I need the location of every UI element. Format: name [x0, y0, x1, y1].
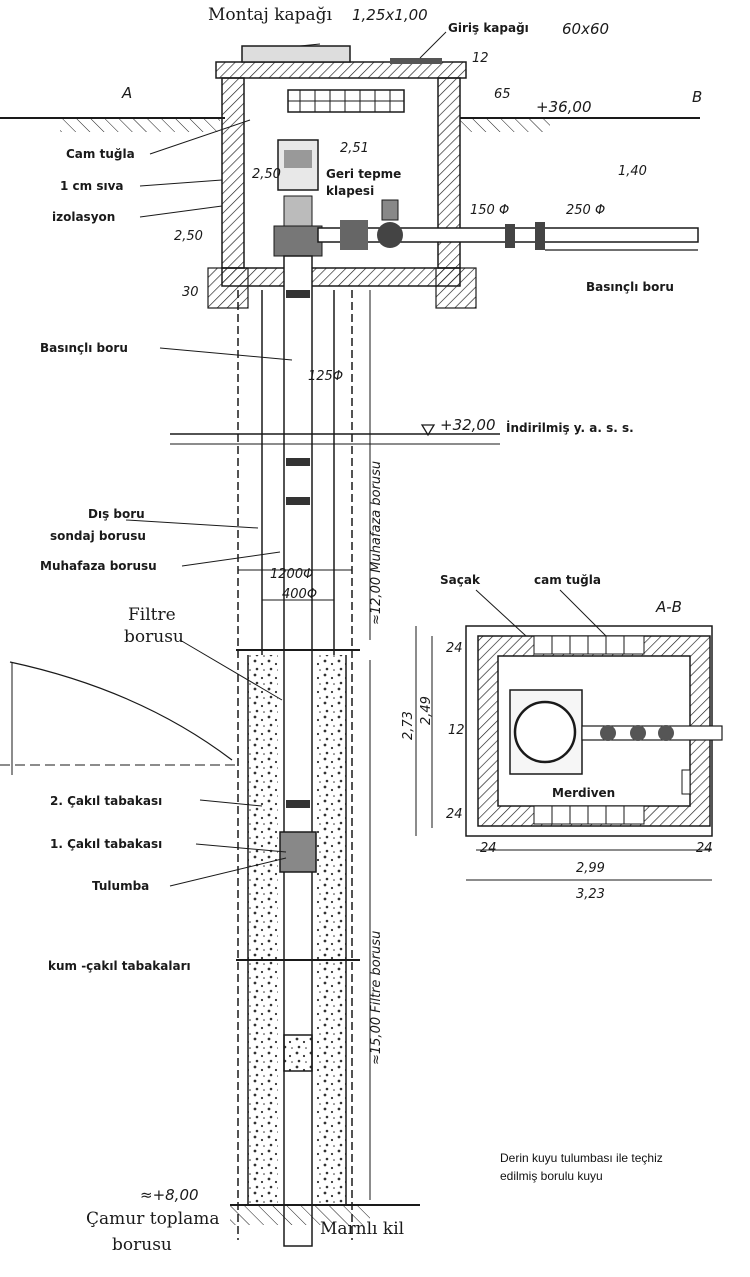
label-dis-boru-1: Dış boru [88, 507, 145, 521]
dim-muhafaza-length: ≈12,00 Muhafaza borusu [369, 461, 384, 625]
label-geri-tepme-1: Geri tepme [326, 167, 401, 181]
dim-plan-24c: 24 [480, 841, 497, 856]
label-giris-size: 60x60 [562, 20, 609, 38]
dim-plan-24a: 24 [446, 641, 463, 656]
leader-lines [125, 31, 607, 887]
pump-riser-pipe [283, 255, 313, 1247]
label-filtre-1: Filtre [128, 605, 176, 625]
dim-plan-12: 12 [448, 723, 465, 738]
label-section-a: A [121, 84, 132, 102]
label-indirilmis: İndirilmiş y. a. s. s. [506, 420, 634, 435]
label-filtre-2: borusu [124, 627, 184, 647]
label-plan-ab: A-B [655, 598, 682, 616]
dim-150-phi: 150 Φ [470, 203, 509, 218]
dim-plan-24d: 24 [696, 841, 713, 856]
label-cakil-2: 2. Çakıl tabakası [50, 794, 162, 808]
dim-1200: 1200Φ [270, 567, 313, 582]
label-montaj-size: 1,25x1,00 [352, 6, 428, 24]
drawdown-curve [9, 661, 233, 761]
dim-plan-273: 2,73 [401, 711, 416, 740]
elevation-36: +36,00 [536, 98, 592, 116]
dim-400: 400Φ [282, 587, 317, 602]
floor-slab [221, 267, 461, 287]
gravel-fill-left [248, 655, 278, 1205]
dim-30: 30 [182, 285, 199, 300]
label-tulumba: Tulumba [92, 879, 149, 893]
label-izolasyon: izolasyon [52, 210, 115, 224]
dim-filtre-length: ≈15,00 Filtre borusu [369, 931, 384, 1065]
label-giris-kapagi: Giriş kapağı [448, 21, 529, 35]
label-merdiven: Merdiven [552, 786, 615, 800]
dim-plan-299: 2,99 [576, 861, 605, 876]
footing-left [207, 267, 249, 309]
wall-left [221, 77, 245, 269]
label-cam-tugla: Cam tuğla [66, 147, 135, 161]
montaj-cover [241, 45, 351, 63]
label-basincli-boru-left: Basınçlı boru [40, 341, 128, 355]
elevation-8: ≈+8,00 [140, 1186, 199, 1204]
label-geri-tepme-2: klapesi [326, 184, 374, 198]
label-cakil-1: 1. Çakıl tabakası [50, 837, 162, 851]
footing-right [435, 267, 477, 309]
label-basincli-boru-right: Basınçlı boru [586, 280, 674, 294]
bottom-strainer [283, 1034, 313, 1072]
caption-line-1: Derin kuyu tulumbası ile teçhiz [500, 1151, 663, 1165]
plan-view [415, 625, 723, 881]
label-section-b: B [692, 88, 702, 106]
roof-slab [215, 61, 467, 79]
label-camur-1: Çamur toplama [86, 1209, 220, 1229]
label-marnli-kil: Marnlı kil [320, 1219, 404, 1239]
label-montaj-kapagi: Montaj kapağı [208, 5, 333, 25]
dim-plan-249: 2,49 [419, 696, 434, 725]
dim-65: 65 [494, 87, 511, 102]
dim-125-phi: 125Φ [308, 369, 343, 384]
label-camur-2: borusu [112, 1235, 172, 1255]
dim-plan-24b: 24 [446, 807, 463, 822]
label-kum-cakil: kum -çakıl tabakaları [48, 959, 191, 973]
label-cam-tugla-plan: cam tuğla [534, 573, 601, 587]
dim-12: 12 [472, 51, 489, 66]
dim-140: 1,40 [618, 164, 647, 179]
pump-house [0, 45, 700, 309]
dim-250-b: 2,50 [252, 167, 281, 182]
dim-250-phi: 250 Φ [566, 203, 605, 218]
label-sacak: Saçak [440, 573, 481, 587]
gravel-fill-right [316, 655, 346, 1205]
dim-251: 2,51 [340, 141, 369, 156]
caption-line-2: edilmiş borulu kuyu [500, 1169, 603, 1183]
label-dis-boru-2: sondaj borusu [50, 529, 146, 543]
dim-plan-323: 3,23 [576, 887, 605, 902]
label-muhafaza: Muhafaza borusu [40, 559, 157, 573]
well-shaft [0, 255, 500, 1247]
giris-cover [390, 58, 442, 64]
plan-well-circle [513, 700, 577, 764]
ladder [681, 769, 691, 795]
elevation-32: +32,00 [440, 416, 496, 434]
label-sivi: 1 cm sıva [60, 179, 124, 193]
dim-250-a: 2,50 [174, 229, 203, 244]
